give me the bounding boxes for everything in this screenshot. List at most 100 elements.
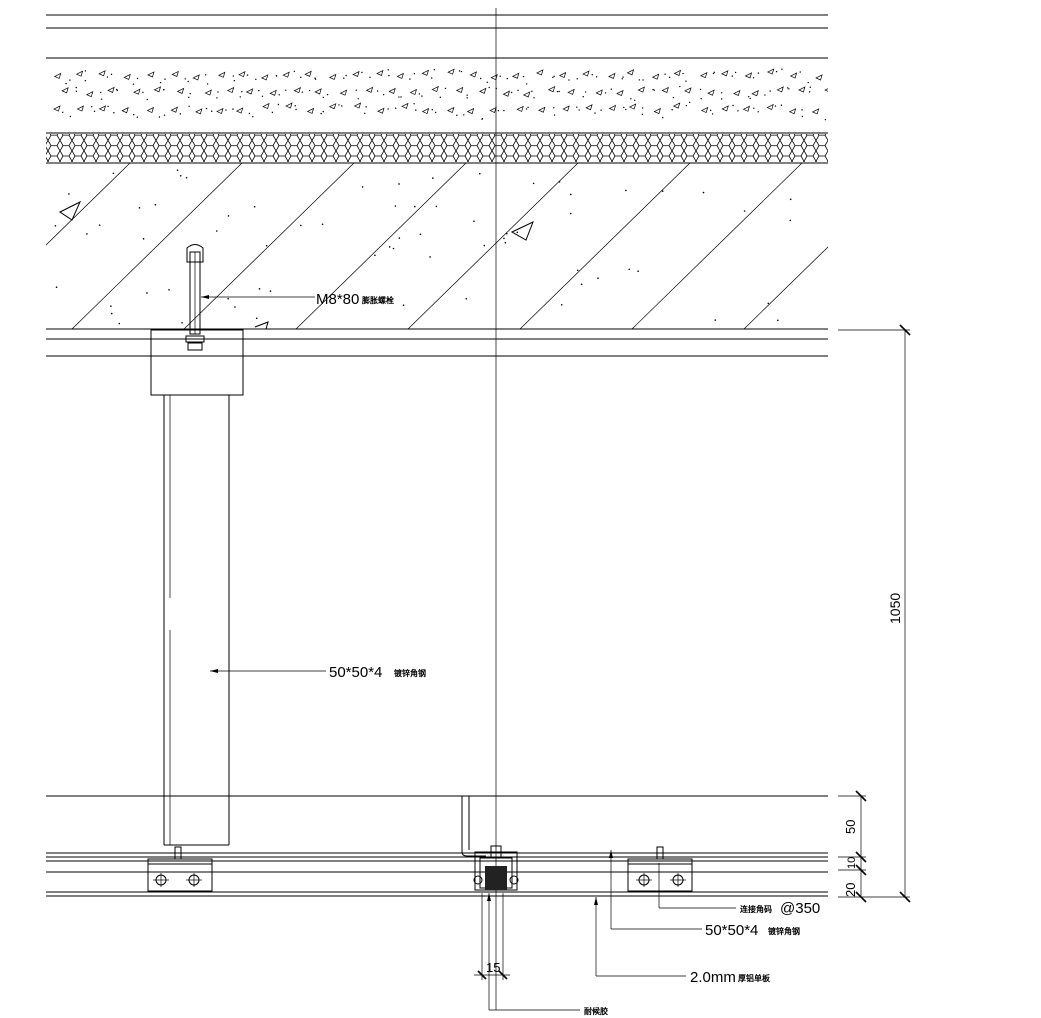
gravel-speck bbox=[142, 91, 144, 94]
gravel-speck bbox=[757, 111, 759, 113]
slab-speck bbox=[110, 312, 113, 315]
slab-speck bbox=[394, 205, 397, 207]
gravel-speck bbox=[188, 105, 190, 107]
gravel-speck bbox=[780, 104, 783, 106]
hatch-line bbox=[407, 163, 579, 329]
hatch-line bbox=[519, 163, 691, 329]
gravel-speck bbox=[833, 92, 834, 93]
gravel-stone bbox=[616, 89, 624, 97]
gravel-speck bbox=[737, 110, 739, 112]
gravel-speck bbox=[720, 98, 723, 100]
gravel-layer bbox=[53, 68, 834, 121]
gravel-speck bbox=[252, 115, 254, 118]
gravel-speck bbox=[205, 107, 208, 110]
slab-speck bbox=[580, 283, 583, 286]
gravel-stone bbox=[651, 73, 660, 80]
gravel-stone bbox=[269, 89, 277, 96]
gravel-speck bbox=[720, 92, 723, 94]
gravel-speck bbox=[699, 88, 702, 91]
gravel-speck bbox=[388, 74, 390, 77]
gravel-speck bbox=[824, 118, 827, 121]
slab-speck bbox=[661, 190, 664, 192]
gravel-speck bbox=[623, 106, 625, 109]
gravel-stone bbox=[721, 105, 729, 112]
gravel-speck bbox=[713, 71, 715, 74]
gravel-stone bbox=[377, 107, 385, 114]
gravel-stone bbox=[766, 68, 775, 75]
gravel-speck bbox=[136, 77, 139, 80]
gravel-speck bbox=[488, 86, 490, 89]
gravel-speck bbox=[204, 74, 207, 76]
gravel-speck bbox=[752, 77, 755, 79]
gravel-stone bbox=[490, 74, 498, 81]
gravel-speck bbox=[84, 80, 87, 82]
label-aluminum-panel-cn: 厚铝单板 bbox=[738, 973, 771, 983]
slab-speck bbox=[255, 317, 258, 320]
gravel-stone bbox=[742, 105, 751, 112]
gravel-speck bbox=[808, 91, 811, 93]
slab-speck bbox=[767, 302, 770, 305]
gravel-speck bbox=[179, 113, 182, 115]
gravel-speck bbox=[159, 81, 162, 84]
gravel-speck bbox=[641, 107, 644, 109]
gravel-speck bbox=[301, 91, 304, 93]
gravel-stone bbox=[98, 70, 106, 77]
gravel-speck bbox=[232, 75, 235, 77]
gravel-stone bbox=[107, 86, 115, 93]
dim-gap: 10 bbox=[846, 857, 858, 869]
slab-speck bbox=[98, 224, 101, 226]
gravel-speck bbox=[322, 110, 324, 113]
dim-panel-zone: 20 bbox=[843, 883, 858, 897]
gravel-speck bbox=[679, 85, 681, 88]
gravel-stone bbox=[171, 70, 179, 77]
slab-speck bbox=[265, 244, 268, 247]
gravel-speck bbox=[801, 109, 803, 111]
gravel-speck bbox=[434, 111, 437, 114]
slab-speck bbox=[402, 304, 405, 307]
slab-speck bbox=[234, 306, 236, 308]
gravel-speck bbox=[757, 72, 760, 74]
slab-speck bbox=[516, 231, 519, 234]
gravel-stone bbox=[133, 88, 141, 95]
slab-speck bbox=[429, 256, 431, 258]
slab-speck bbox=[398, 237, 401, 239]
gravel-speck bbox=[295, 108, 297, 111]
gravel-speck bbox=[625, 108, 627, 111]
vertical-angle-steel bbox=[163, 395, 230, 846]
gravel-speck bbox=[503, 109, 505, 112]
gravel-speck bbox=[734, 71, 737, 74]
slab-speck bbox=[506, 232, 508, 235]
slab-speck bbox=[714, 319, 717, 321]
gravel-speck bbox=[146, 98, 148, 101]
gravel-speck bbox=[277, 103, 280, 106]
gravel-stone bbox=[673, 69, 682, 76]
gravel-speck bbox=[184, 78, 186, 80]
connector-bracket-right bbox=[627, 846, 693, 892]
gravel-speck bbox=[239, 96, 241, 98]
slab-speck bbox=[503, 237, 505, 240]
label-angle-steel-upper: 50*50*4 bbox=[329, 664, 382, 681]
gravel-speck bbox=[506, 77, 509, 80]
gravel-stone bbox=[595, 89, 603, 96]
slab-speck bbox=[702, 191, 705, 194]
gravel-stone bbox=[314, 88, 322, 95]
gravel-speck bbox=[294, 105, 296, 107]
sealant-joint bbox=[473, 845, 519, 891]
gravel-speck bbox=[320, 112, 322, 115]
gravel-speck bbox=[293, 70, 296, 73]
gravel-speck bbox=[110, 73, 113, 76]
gravel-speck bbox=[788, 88, 790, 90]
slab-speck bbox=[321, 223, 324, 226]
gravel-stone bbox=[469, 71, 477, 78]
gravel-stone bbox=[75, 70, 84, 77]
gravel-stone bbox=[352, 70, 360, 77]
slab-speck bbox=[138, 207, 141, 209]
gravel-speck bbox=[84, 70, 87, 72]
gravel-stone bbox=[721, 70, 729, 77]
gravel-speck bbox=[481, 118, 484, 120]
gravel-speck bbox=[600, 109, 602, 111]
gravel-stone bbox=[245, 88, 254, 95]
gravel-stone bbox=[121, 107, 129, 114]
slab-speck bbox=[258, 288, 261, 290]
